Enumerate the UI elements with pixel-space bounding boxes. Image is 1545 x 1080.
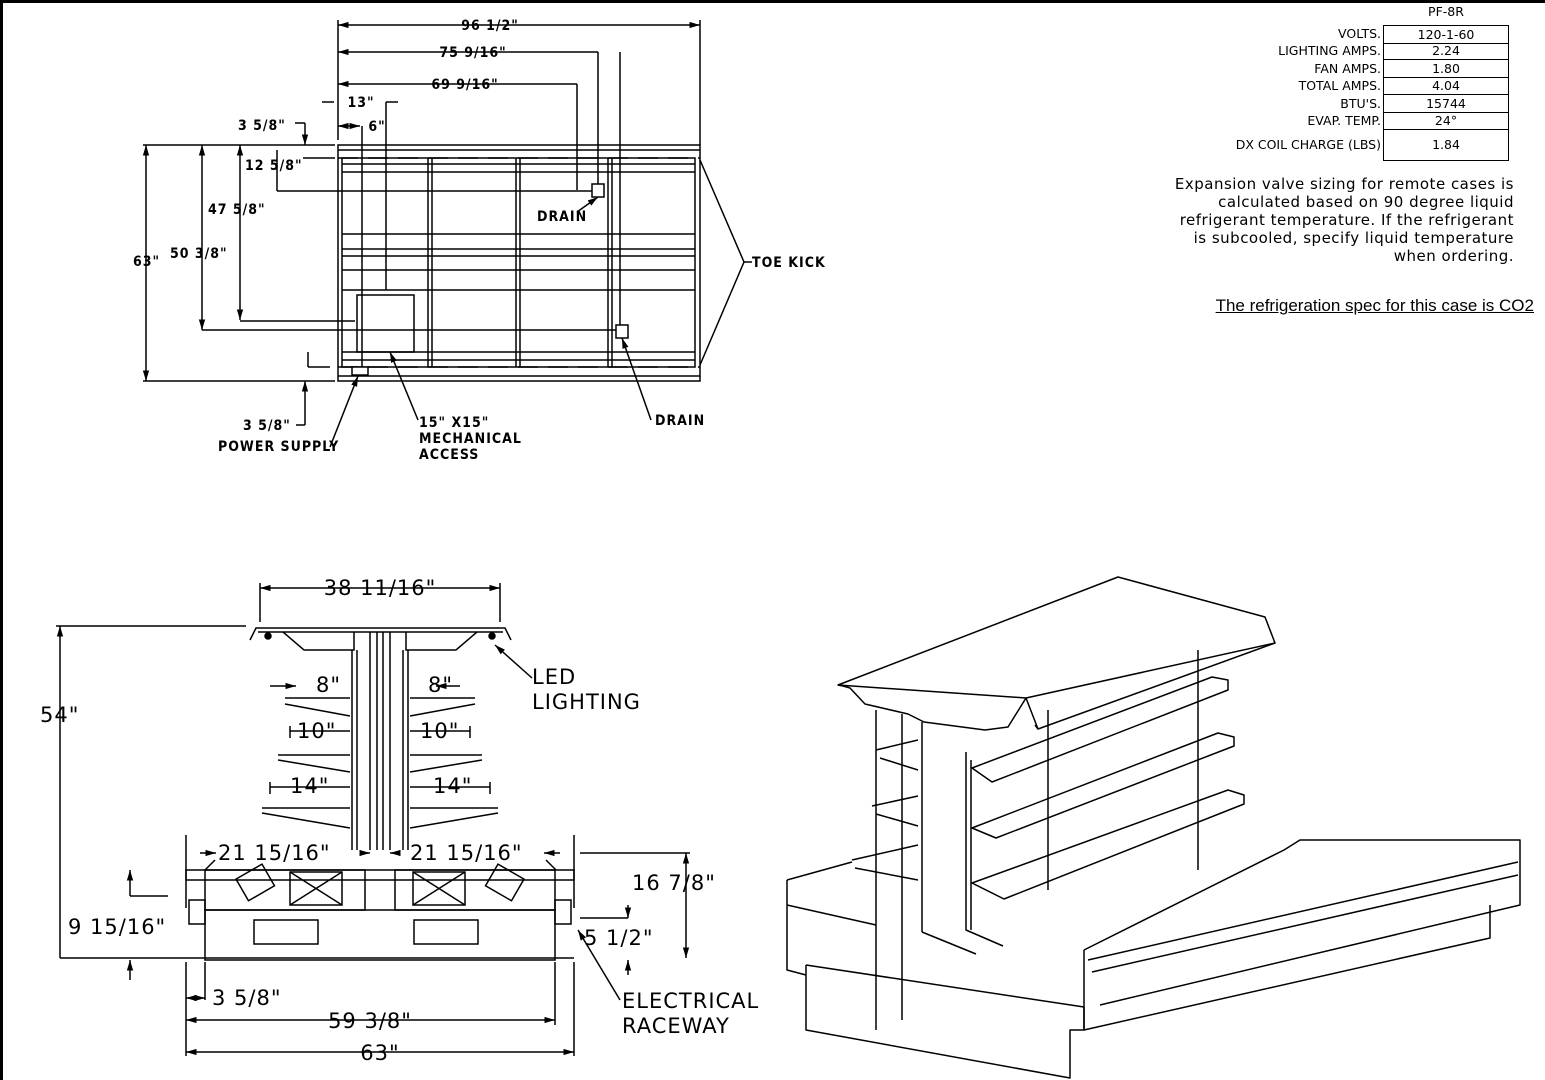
toe-kick-label: TOE KICK (752, 255, 826, 271)
raceway-label-1: ELECTRICAL (622, 989, 759, 1013)
dim-power-offset: 6" (368, 119, 385, 135)
toe-kick-leader (699, 159, 745, 366)
spec-row: DX COIL CHARGE (LBS) 1.84 (1200, 130, 1512, 161)
iso-shelf-left-low (851, 844, 919, 881)
spec-label: EVAP. TEMP. (1307, 113, 1381, 128)
shelf-left-top (284, 697, 351, 717)
dim-overall-width: 63" (360, 1041, 399, 1065)
fan-right (484, 863, 526, 902)
dim-access-offset: 13" (347, 95, 374, 111)
dim-access-depth: 47 5/8" (208, 202, 266, 218)
drain-top (591, 183, 605, 198)
dim-shelf-mid-left: 10" (297, 719, 336, 743)
base-raceway (204, 909, 556, 961)
dim-drain-depth: 12 5/8" (245, 158, 303, 174)
dim-deck-height: 16 7/8" (632, 871, 716, 895)
dim-base-width: 59 3/8" (328, 1009, 412, 1033)
drain-top-label: DRAIN (537, 209, 587, 225)
isometric-view (786, 576, 1521, 1079)
dim-shelf-low-left: 14" (290, 774, 329, 798)
dim-shelf-mid-right: 10" (420, 719, 459, 743)
iso-canopy (837, 576, 1276, 730)
spec-row: BTU'S. 15744 (1200, 95, 1512, 113)
spec-value: 2.24 (1383, 42, 1509, 60)
dim-shelf-low-right: 14" (433, 774, 472, 798)
led-label-1: LED (532, 665, 576, 689)
spec-value: 4.04 (1383, 77, 1509, 95)
drain-bottom-label: DRAIN (655, 413, 705, 429)
iso-shelf-left-top (875, 739, 919, 771)
dim-drain-offset-far: 75 9/16" (439, 45, 506, 61)
dim-shelf-top-left: 8" (316, 673, 341, 697)
dim-toe-offset: 3 5/8" (212, 986, 282, 1010)
spec-value: 1.84 (1383, 130, 1509, 161)
plan-view (142, 20, 752, 448)
dim-deck-right: 21 15/16" (410, 841, 523, 865)
spec-row: LIGHTING AMPS. 2.24 (1200, 42, 1512, 60)
dim-deck-left: 21 15/16" (218, 841, 331, 865)
power-supply-box (351, 366, 369, 376)
spec-label: VOLTS. (1338, 26, 1381, 41)
shelf-right-top (409, 697, 476, 717)
access-label-1: 15" X15" (419, 415, 489, 431)
dim-top-margin: 3 5/8" (238, 118, 286, 134)
iso-shelf-left-mid (871, 795, 919, 827)
spec-row: TOTAL AMPS. 4.04 (1200, 77, 1512, 95)
power-supply-label: POWER SUPPLY (218, 439, 339, 455)
spec-model-label: PF-8R (1428, 4, 1464, 19)
spec-value: 15744 (1383, 95, 1509, 113)
led-label-2: LIGHTING (532, 690, 641, 714)
spec-label: BTU'S. (1340, 96, 1381, 111)
spec-row: FAN AMPS. 1.80 (1200, 60, 1512, 78)
spec-value: 1.80 (1383, 60, 1509, 78)
iso-shelf-low (971, 789, 1245, 900)
dim-bottom-margin: 3 5/8" (243, 418, 291, 434)
spec-label: DX COIL CHARGE (LBS) (1235, 137, 1381, 152)
dim-raceway-height: 5 1/2" (584, 926, 654, 950)
spec-value: 120-1-60 (1383, 25, 1509, 44)
shelf-right-mid (409, 754, 483, 773)
dim-overall-height: 54" (40, 703, 79, 727)
dim-overall-depth: 63" (133, 254, 160, 270)
spec-label: FAN AMPS. (1314, 61, 1381, 76)
refrigeration-spec-note: The refrigeration spec for this case is … (1215, 296, 1534, 315)
dim-overall-length: 96 1/2" (461, 18, 519, 34)
drain-bottom (615, 324, 629, 339)
shelf-left-low (261, 807, 351, 829)
section-view-labels: 38 11/16" 54" 8" 8" 10" 10" 14" 14" 21 1… (40, 576, 759, 1065)
dim-base-height: 9 15/16" (68, 915, 166, 939)
canopy (249, 627, 512, 641)
access-label-2: MECHANICAL (419, 431, 522, 447)
dim-canopy-width: 38 11/16" (324, 576, 437, 600)
spec-row: EVAP. TEMP. 24° (1200, 112, 1512, 130)
shelf-left-mid (277, 754, 351, 773)
dim-shelf-top-right: 8" (428, 673, 453, 697)
plan-case-outline (337, 144, 701, 382)
spec-value: 24° (1383, 112, 1509, 130)
iso-shelf-mid (971, 732, 1235, 839)
dim-drain2-depth: 50 3/8" (170, 246, 228, 262)
plan-view-labels: 96 1/2" 75 9/16" 69 9/16" 13" 6" 3 5/8" … (133, 18, 826, 463)
spec-row: VOLTS. 120-1-60 (1200, 25, 1512, 44)
iso-deck-front (1083, 839, 1521, 1006)
raceway-label-2: RACEWAY (622, 1014, 730, 1038)
mechanical-access-panel (356, 294, 415, 353)
iso-base (805, 965, 1085, 1079)
access-label-3: ACCESS (419, 447, 479, 463)
section-view (56, 583, 690, 1056)
expansion-valve-note: Expansion valve sizing for remote cases … (1174, 175, 1514, 265)
dim-drain-offset-near: 69 9/16" (431, 77, 498, 93)
fan-left (234, 863, 276, 902)
spec-label: LIGHTING AMPS. (1278, 43, 1381, 58)
iso-shelf-top (971, 676, 1229, 783)
spec-label: TOTAL AMPS. (1298, 78, 1381, 93)
shelf-right-low (409, 807, 499, 829)
